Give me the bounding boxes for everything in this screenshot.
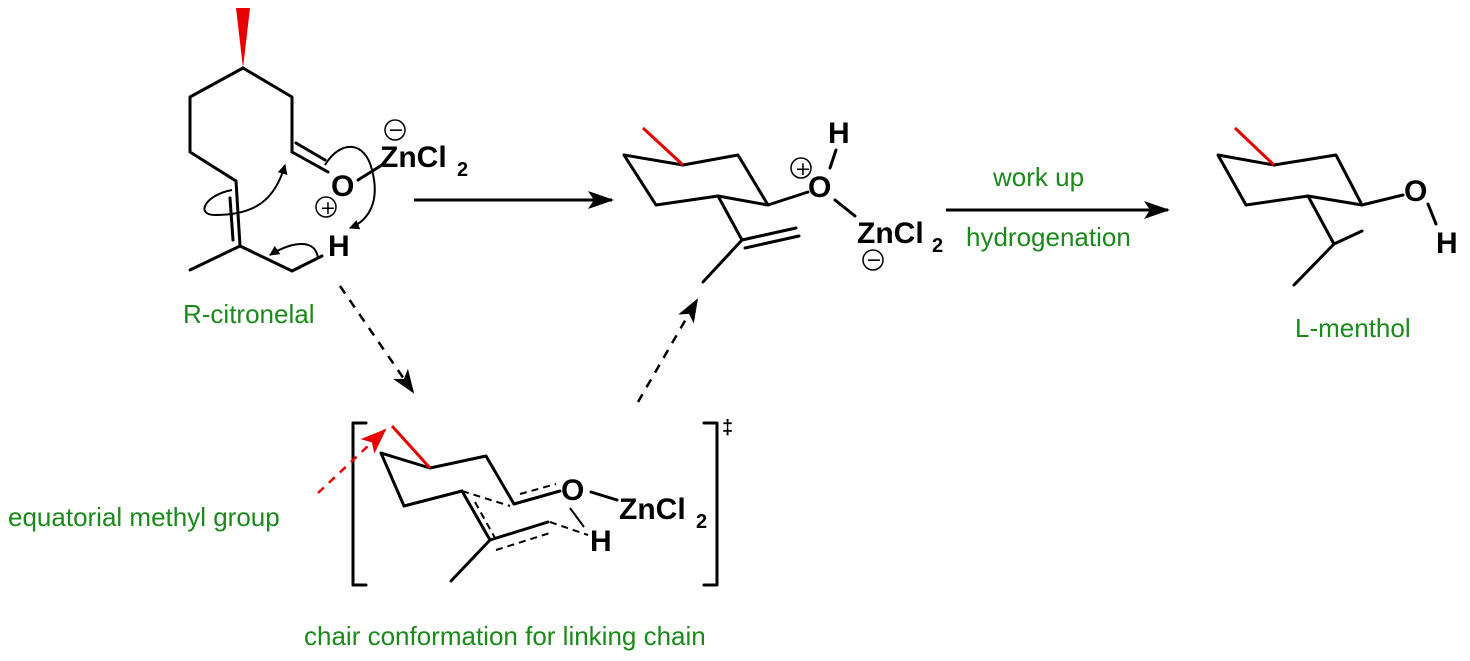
alkene-chain bbox=[188, 179, 324, 273]
product-name: L-menthol bbox=[1295, 313, 1411, 343]
citronellal-ring bbox=[188, 66, 294, 183]
positive-charge-icon: + bbox=[315, 196, 337, 219]
o-h-bond bbox=[828, 148, 838, 170]
menthol-ring bbox=[1216, 153, 1364, 207]
intermediate-molecule: O H ZnCl 2 + − bbox=[622, 117, 943, 284]
hydrogen-label: H bbox=[590, 525, 612, 558]
c-o-bond bbox=[1360, 193, 1405, 207]
zinc-chloride-label: ZnCl bbox=[619, 493, 686, 526]
curved-arrow-hydride bbox=[269, 242, 319, 259]
isopropenyl-group bbox=[701, 194, 801, 284]
hydrogen-label: H bbox=[828, 117, 850, 150]
zinc-chloride-label: ZnCl bbox=[857, 217, 924, 250]
hydrogen-label: H bbox=[328, 230, 350, 263]
o-zn-bond bbox=[589, 490, 619, 502]
dashed-arrow-to-ts bbox=[338, 285, 415, 394]
citronellal-molecule: O H ZnCl 2 − + R-citronelal bbox=[183, 8, 468, 329]
menthol-molecule: O H L-menthol bbox=[1216, 126, 1458, 343]
left-bracket bbox=[351, 421, 368, 587]
dashed-arrow-from-ts bbox=[636, 298, 699, 403]
o-zn-bond bbox=[356, 163, 384, 182]
positive-charge-icon: + bbox=[790, 157, 812, 180]
negative-charge-icon: − bbox=[384, 119, 406, 141]
zinc-chloride-label: ZnCl bbox=[380, 141, 447, 174]
carbonyl-bond bbox=[290, 141, 330, 174]
o-h-partial-bond bbox=[569, 507, 585, 528]
condition-hydrogenation: hydrogenation bbox=[966, 222, 1131, 252]
zinc-chloride-subscript: 2 bbox=[932, 235, 943, 257]
hydrogen-label: H bbox=[1436, 227, 1458, 260]
oxygen-label: O bbox=[331, 170, 354, 203]
condition-work-up: work up bbox=[992, 162, 1084, 192]
double-dagger: ‡ bbox=[722, 417, 733, 439]
svg-text:+: + bbox=[795, 158, 811, 180]
svg-text:−: − bbox=[388, 119, 404, 141]
ts-carbonyl-bond bbox=[512, 489, 562, 506]
right-bracket bbox=[702, 421, 719, 587]
curved-arrow-alkene bbox=[203, 164, 288, 217]
o-h-bond bbox=[1426, 202, 1438, 226]
methyl-red bbox=[641, 126, 685, 167]
ts-caption: chair conformation for linking chain bbox=[304, 621, 706, 651]
equatorial-pointer-arrow bbox=[317, 428, 387, 494]
negative-charge-icon: − bbox=[862, 249, 884, 271]
ts-alkene-bond bbox=[449, 489, 550, 583]
zinc-chloride-subscript: 2 bbox=[457, 159, 468, 181]
transition-state: ‡ O ZnCl 2 H bbox=[351, 417, 733, 587]
svg-text:−: − bbox=[866, 249, 882, 271]
zinc-chloride-subscript: 2 bbox=[696, 511, 707, 533]
ts-ring bbox=[379, 451, 516, 508]
reactant-name: R-citronelal bbox=[183, 299, 315, 329]
methyl-red bbox=[390, 424, 432, 470]
oxygen-label: O bbox=[561, 474, 584, 507]
o-zn-bond bbox=[833, 198, 857, 218]
oxygen-label: O bbox=[808, 171, 831, 204]
c-o-bond bbox=[766, 190, 810, 207]
oxygen-label: O bbox=[1404, 175, 1427, 208]
intermediate-ring bbox=[622, 153, 770, 207]
methyl-wedge bbox=[236, 8, 250, 68]
equatorial-methyl-note: equatorial methyl group bbox=[8, 502, 280, 532]
svg-text:+: + bbox=[320, 197, 336, 219]
methyl-red bbox=[1233, 126, 1276, 167]
isopropyl-group bbox=[1292, 194, 1364, 287]
